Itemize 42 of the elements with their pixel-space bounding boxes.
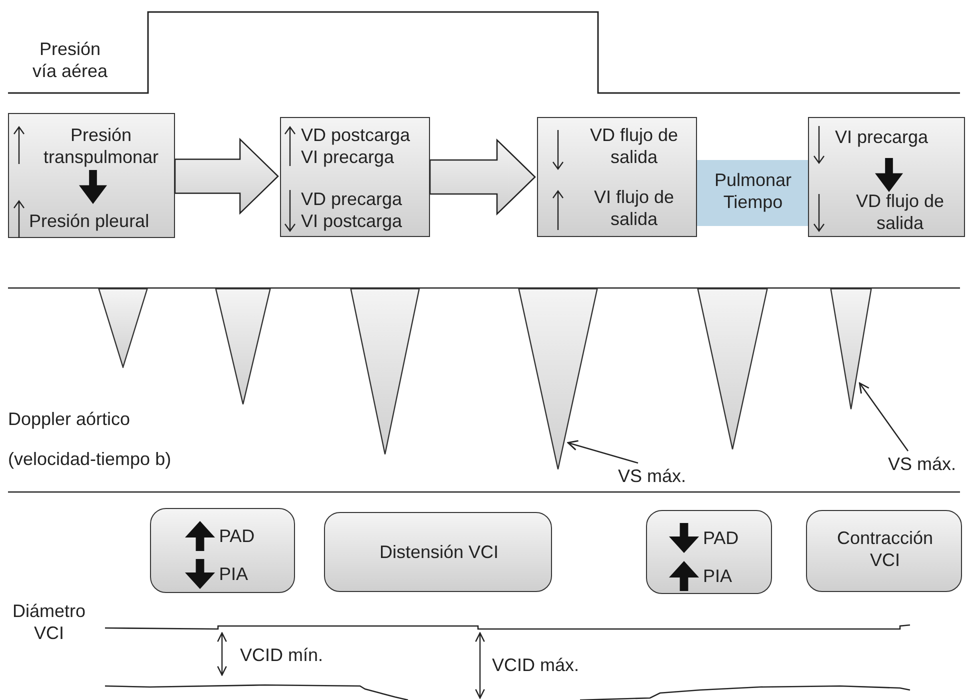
axis-label: VCID máx. [492, 654, 580, 676]
rounded-box [324, 512, 552, 592]
velocity-spike [215, 288, 271, 405]
box-text: VI flujo de salida [592, 186, 676, 230]
axis-label: (velocidad-tiempo b) [8, 448, 172, 470]
velocity-spike [518, 288, 598, 470]
box-text: Pulmonar Tiempo [713, 169, 793, 213]
velocity-spike [830, 288, 872, 410]
velocity-spike [697, 288, 768, 450]
rounded-box [150, 508, 295, 593]
box-text: VD precarga VI postcarga [301, 188, 404, 232]
box-text: PIA [703, 565, 734, 587]
axis-label: Doppler aórtico [8, 408, 132, 430]
process-box [808, 117, 965, 237]
box-text: VD postcarga VI precarga [301, 124, 412, 168]
axis-label: VCID mín. [240, 644, 324, 666]
time-band [697, 160, 809, 226]
velocity-spike [350, 288, 420, 455]
box-text: PIA [219, 563, 250, 585]
annotation-label: VS máx. [888, 453, 958, 475]
velocity-spike [98, 288, 148, 368]
process-box [280, 117, 430, 237]
box-text: Presión pleural [29, 210, 150, 232]
process-box [8, 113, 175, 238]
block-arrow [174, 138, 279, 215]
box-text: Contracción VCI [836, 527, 934, 571]
axis-label: Diámetro VCI [11, 600, 87, 644]
axis-label: Presión vía aérea [31, 38, 109, 82]
box-text: PAD [219, 525, 256, 547]
box-text: VD flujo de salida [588, 124, 680, 168]
box-text: PAD [703, 527, 740, 549]
box-text: Distensión VCI [378, 541, 500, 563]
block-arrow [429, 138, 536, 216]
leader-line [567, 440, 638, 464]
box-text: VD flujo de salida [854, 190, 946, 234]
annotation-label: VS máx. [618, 465, 688, 487]
process-box [537, 117, 697, 237]
box-text: VI precarga [835, 126, 930, 148]
rounded-box [806, 510, 962, 592]
box-text: Presión transpulmonar [42, 124, 160, 168]
rounded-box [646, 510, 772, 594]
leader-line [858, 382, 909, 452]
